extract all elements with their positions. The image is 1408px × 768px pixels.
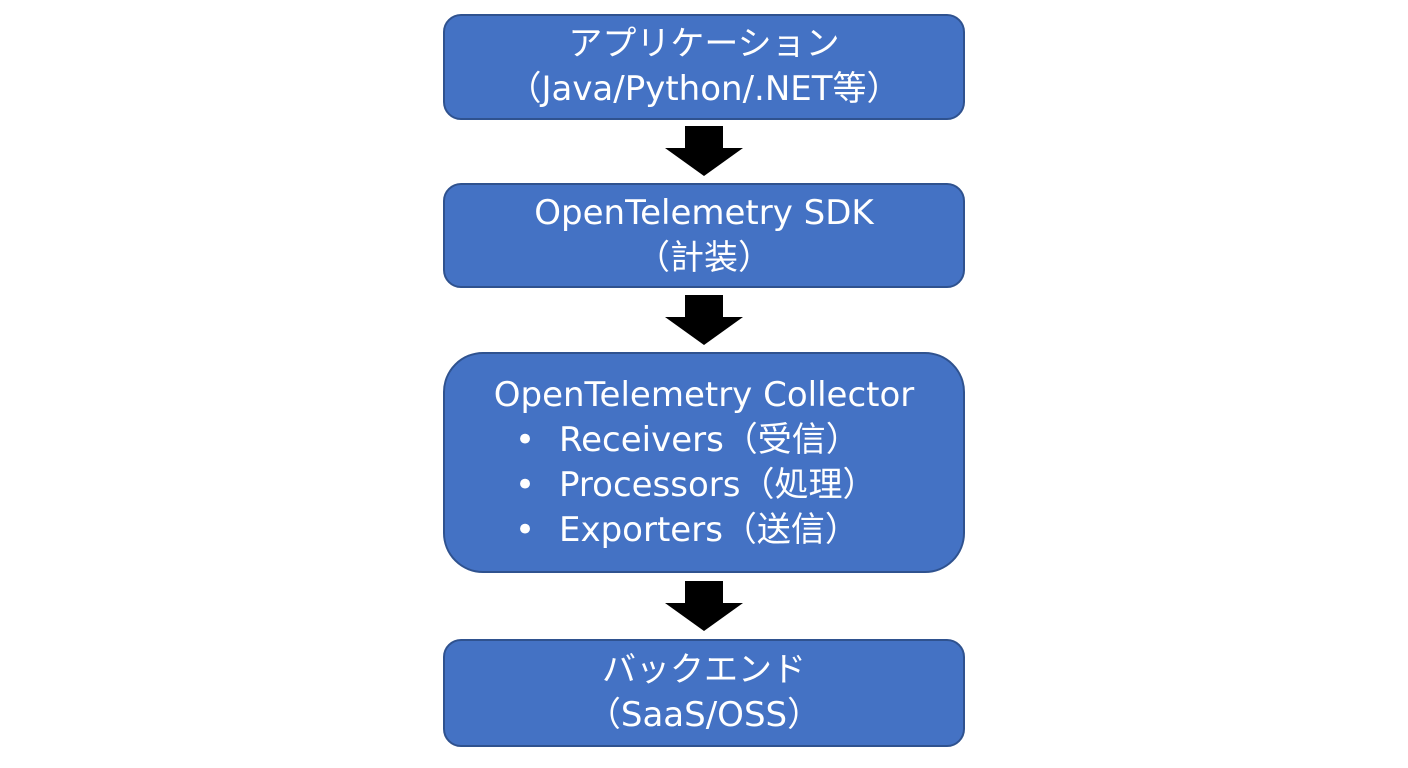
bullet: • [515, 464, 536, 505]
collector-title: OpenTelemetry Collector [493, 374, 915, 415]
backend-box: バックエンド （SaaS/OSS） [443, 639, 965, 747]
sdk-box: OpenTelemetry SDK （計装） [443, 183, 965, 288]
application-box: アプリケーション （Java/Python/.NET等） [443, 14, 965, 120]
collector-processors: Processors（処理） [559, 464, 877, 505]
collector-box: OpenTelemetry Collector • Receivers（受信） … [443, 352, 965, 573]
down-arrow-icon [665, 295, 743, 345]
down-arrow-icon [665, 126, 743, 176]
collector-exporters: Exporters（送信） [559, 509, 859, 550]
application-title: アプリケーション [568, 24, 840, 64]
backend-subtitle: （SaaS/OSS） [586, 695, 822, 735]
collector-receivers: Receivers（受信） [559, 419, 860, 460]
sdk-title: OpenTelemetry SDK [534, 192, 874, 233]
application-subtitle: （Java/Python/.NET等） [507, 69, 901, 109]
bullet: • [515, 509, 536, 550]
list-item: • Processors（処理） [515, 463, 876, 508]
list-item: • Exporters（送信） [515, 508, 876, 553]
list-item: • Receivers（受信） [515, 418, 876, 463]
bullet: • [515, 419, 536, 460]
down-arrow-icon [665, 581, 743, 631]
collector-component-list: • Receivers（受信） • Processors（処理） • Expor… [515, 418, 876, 553]
backend-title: バックエンド [602, 650, 806, 690]
sdk-subtitle: （計装） [636, 237, 772, 278]
